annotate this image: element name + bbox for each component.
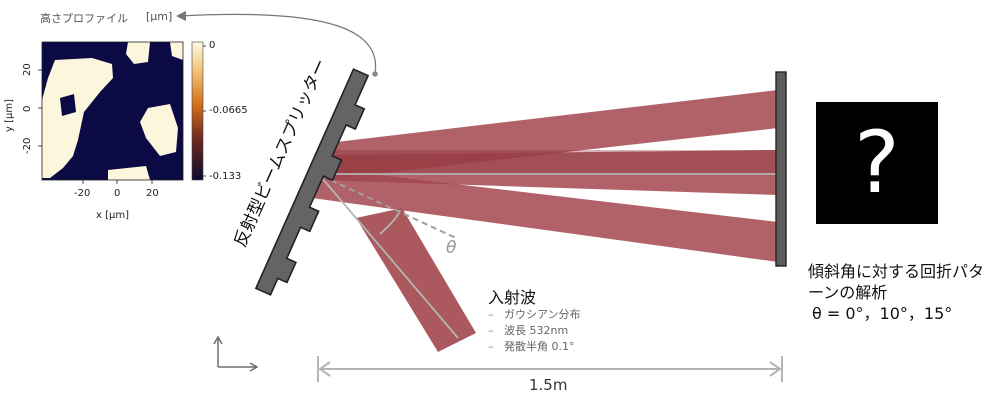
height-profile-heatmap [38,41,184,184]
x-axis-label: x [μm] [96,210,130,221]
heatmap-region-left [42,58,113,178]
incident-wave-bullet: –波長 532nm [488,324,569,337]
beam-overlap [318,150,778,175]
y-tick-label: 20 [22,63,33,76]
profile-unit: [μm] [146,10,173,23]
heatmap-raised-regions [42,42,183,180]
distance-dimension [317,356,783,382]
profile-title: 高さプロファイル [40,12,128,25]
unknown-pattern-box: ? [816,102,938,224]
beam-splitter [254,68,370,296]
y-axis-label: y [μm] [4,98,15,132]
x-tick-label: 0 [114,188,121,199]
profile-pointer-arrow [179,13,377,75]
heatmap-ticks [38,69,153,184]
analysis-line-1: 傾斜角に対する回折パタ [808,262,985,281]
colorbar [191,41,206,181]
beam-incident [356,208,476,352]
analysis-line-2: ーンの解析 [808,283,888,302]
beam-outgoing-down [312,168,778,262]
heatmap-frame [41,41,184,181]
colorbar-gradient [191,41,204,181]
heatmap-holes [60,94,76,116]
axis-glyph [213,335,259,372]
colorbar-tick-label: -0.133 [209,171,242,182]
heatmap-hole [60,94,76,116]
y-tick-label: -20 [22,137,33,154]
incident-axis [321,177,459,339]
theta-label: θ [446,238,457,258]
incident-wave-title: 入射波 [488,288,537,307]
incident-wave-bullet: –発散半角 0.1° [488,340,575,353]
x-tick-label: -20 [74,188,91,199]
heatmap-region-right [140,104,178,156]
light-beams [312,90,778,352]
heatmap-region-top-right [170,42,183,60]
incident-wave-bullet: –ガウシアン分布 [488,308,581,321]
analysis-angles: θ = 0°，10°，15° [812,304,953,323]
profile-pointer-arrowhead [176,11,186,21]
detection-screen [775,71,787,267]
splitter-anchor-dot [372,71,378,77]
heatmap-region-bottom [108,166,150,180]
x-tick-label: 20 [146,188,159,199]
y-tick-label: 0 [22,105,33,112]
beam-splitter-body [254,68,370,296]
heatmap-region-top [126,42,150,64]
distance-label: 1.5m [529,376,568,394]
splitter-normal-dashed [321,175,457,239]
colorbar-tick-label: 0 [209,40,216,51]
colorbar-tick-label: -0.0665 [209,105,248,116]
